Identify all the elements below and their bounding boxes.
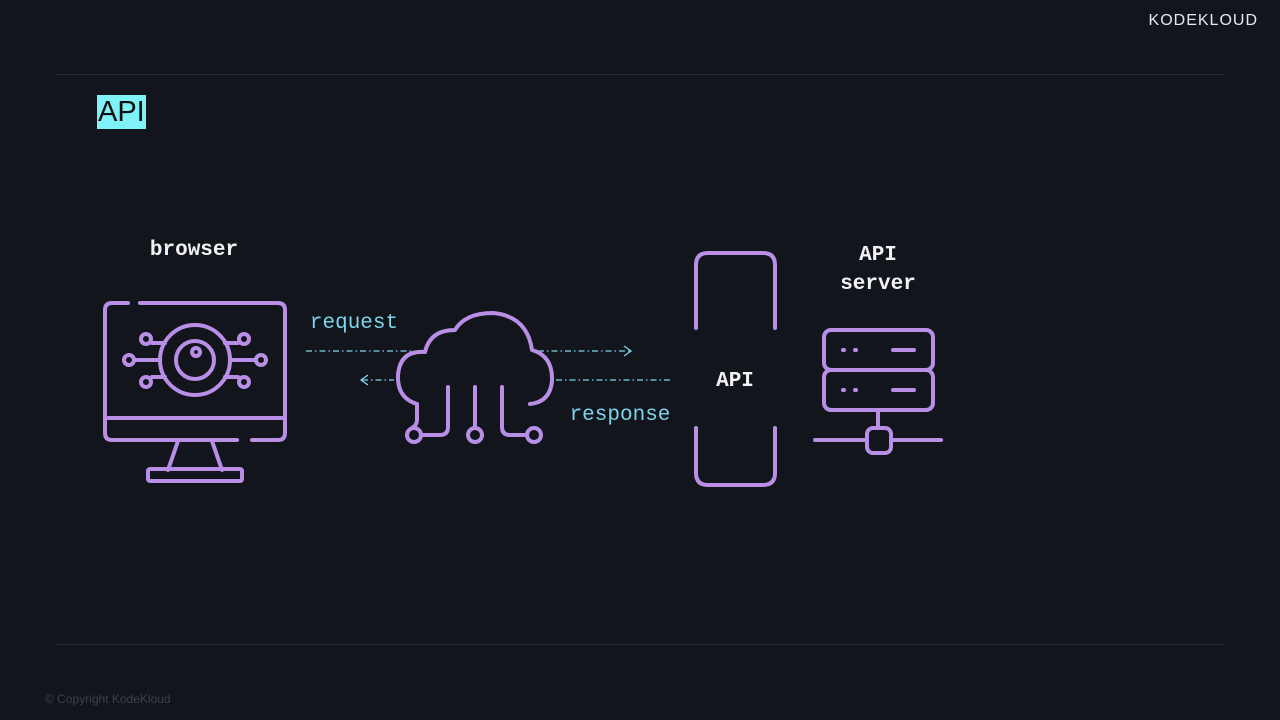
browser-label: browser [150, 239, 238, 262]
kodekloud-logo: KODEKLOUD [1148, 12, 1258, 29]
response-label: response [570, 404, 671, 427]
request-arrow [306, 345, 633, 357]
request-label: request [310, 312, 398, 335]
top-divider [56, 74, 1224, 75]
api-gateway-label: API [716, 370, 754, 393]
server-icon [813, 328, 943, 455]
response-arrow [359, 374, 672, 386]
copyright-text: © Copyright KodeKloud [45, 692, 171, 706]
slide-title: API [97, 95, 146, 129]
api-gateway-icon [694, 251, 777, 487]
api-server-label-line1: API [859, 244, 897, 267]
monitor-icon [103, 301, 287, 483]
api-server-label-line2: server [840, 273, 916, 296]
bottom-divider [56, 644, 1224, 645]
cloud-network-icon [395, 311, 555, 444]
